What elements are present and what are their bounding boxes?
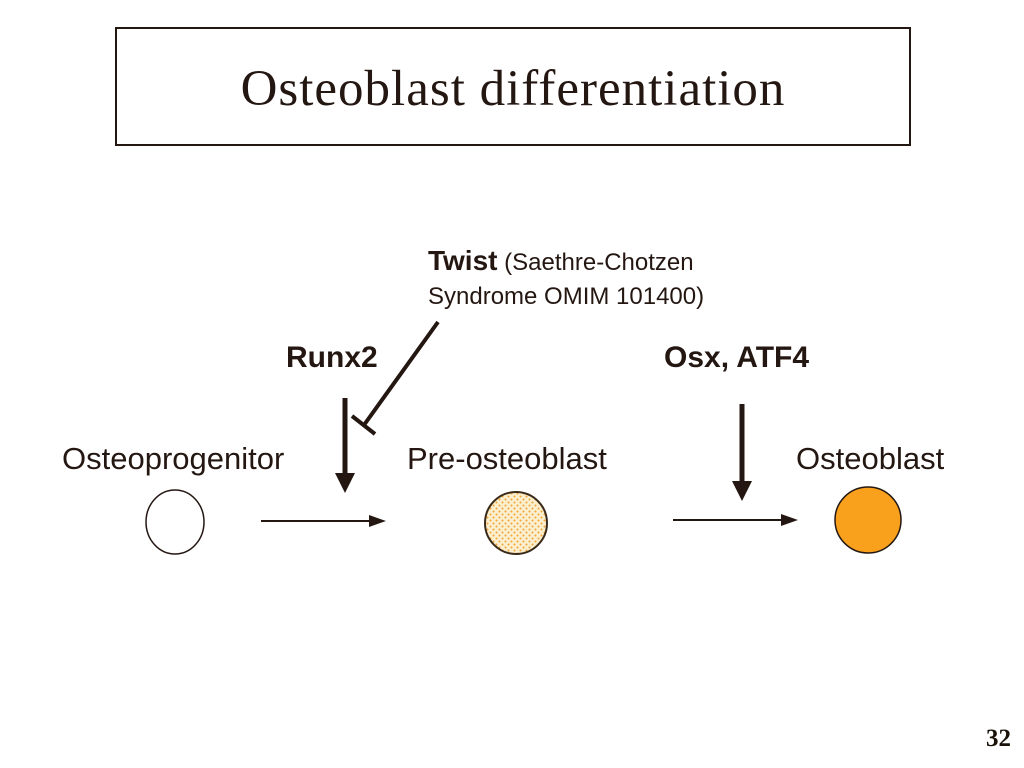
preosteoblast-cell [484,491,548,555]
osx-atf4-arrow [732,404,752,501]
twist-inhibition-line [350,320,440,436]
page-number: 32 [986,725,1011,752]
slide-title: Osteoblast differentiation [240,60,786,117]
stage-label-osteoblast: Osteoblast [796,441,945,476]
runx2-arrow [335,398,355,493]
runx2-label: Runx2 [286,341,378,374]
title-box: Osteoblast differentiation [115,27,911,146]
stage-label-preosteoblast: Pre-osteoblast [407,441,607,476]
twist-note-line2: Syndrome OMIM 101400) [428,283,705,310]
transition-arrow-2 [673,514,798,526]
transition-arrow-1 [261,515,386,527]
twist-note-line1: (Saethre-Chotzen [504,249,694,276]
stage-label-osteoprogenitor: Osteoprogenitor [62,441,285,476]
osx-atf4-label: Osx, ATF4 [664,341,810,374]
osteoprogenitor-cell [145,489,205,555]
twist-gene-label: Twist [428,245,498,276]
twist-annotation: Twist (Saethre-Chotzen Syndrome OMIM 101… [428,244,758,314]
osteoblast-cell [834,486,902,554]
